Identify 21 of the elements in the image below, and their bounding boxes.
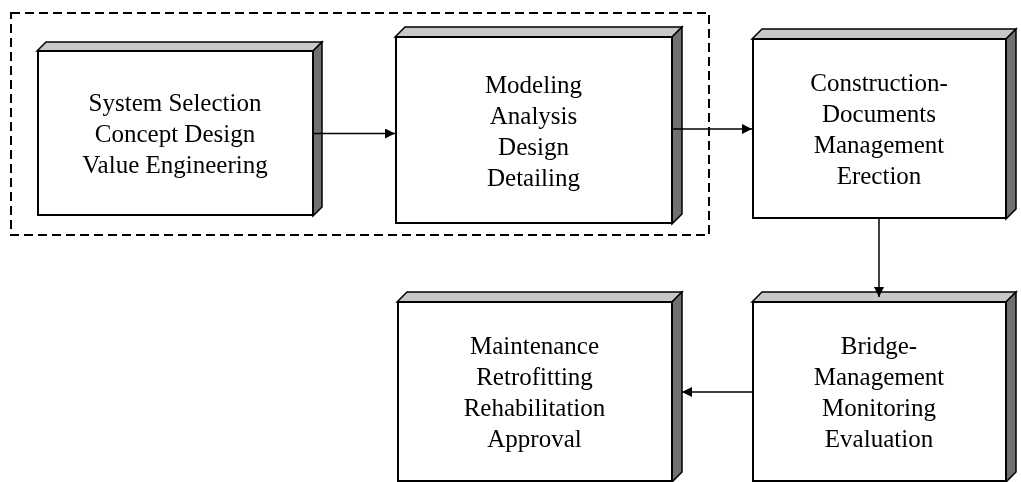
box-label: Bridge-Management [812,331,946,392]
box-label: Management [813,130,945,160]
box-label: Construction-Documents [809,68,949,129]
arrow [312,128,396,139]
box-label: Erection [836,161,922,191]
box-label: Maintenance [469,331,600,361]
box-label: Concept Design [94,119,256,149]
arrow [671,124,753,134]
arrow [681,387,753,397]
box-label: Rehabilitation [463,393,606,423]
box-label: Value Engineering [82,150,268,180]
box-label: Retrofitting [476,362,593,392]
box-label: Evaluation [824,424,934,454]
box-label: Modeling [484,69,583,100]
box-label: Approval [487,424,582,454]
box-label: System Selection [88,88,262,118]
box-label: Detailing [487,162,580,193]
arrow [874,218,884,298]
box-label: Analysis [489,100,578,131]
box-label: Monitoring [822,393,936,423]
box-label: Design [498,131,569,162]
